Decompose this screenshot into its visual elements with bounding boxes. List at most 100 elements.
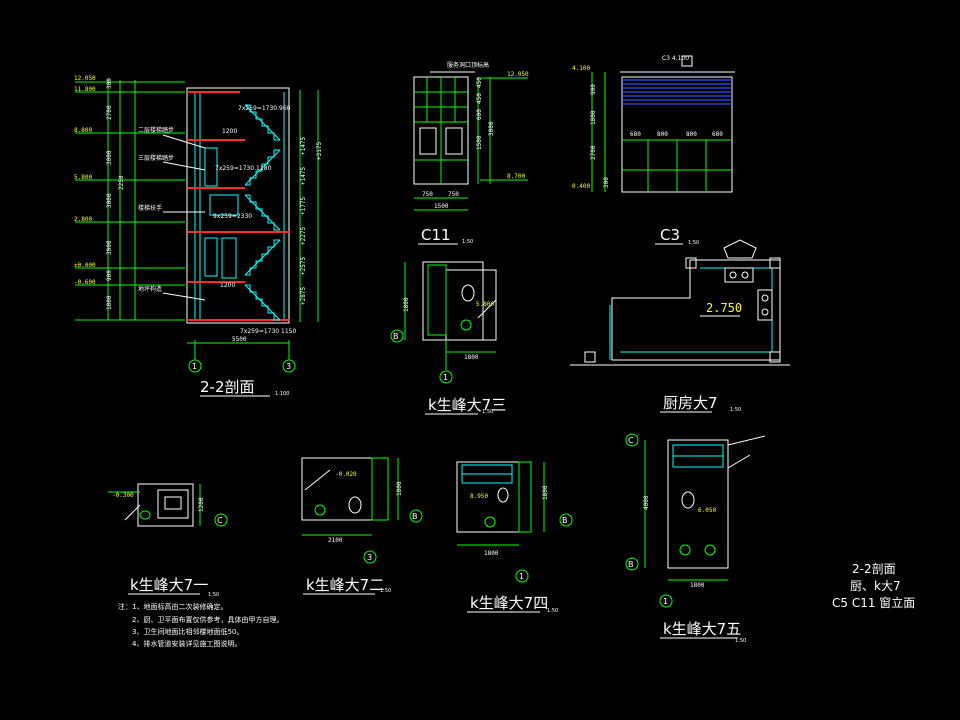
scale-label: 1:50 <box>380 588 391 594</box>
bath-2-title: k生峰大7二 <box>306 576 384 594</box>
summary-line: C5 C11 窗立面 <box>832 595 915 610</box>
scale-label: 1:50 <box>735 638 746 644</box>
bath-5-title: k生峰大7五 <box>663 620 741 638</box>
grid-ref: B <box>562 516 568 525</box>
grid-ref: 3 <box>286 362 291 371</box>
scale-label: 1:50 <box>547 608 558 614</box>
bath-elevation: -0.020 <box>335 471 357 478</box>
bath-elevation: 5.800 <box>476 301 494 308</box>
scale-label: 1:50 <box>730 407 741 413</box>
bath-dim: 1800 <box>396 481 403 496</box>
note-line: 2、厨、卫平面布置仅供参考，具体由甲方自理。 <box>132 615 283 624</box>
general-notes: 注：1、地面标高由二次装修确定。 2、厨、卫平面布置仅供参考，具体由甲方自理。 … <box>118 602 283 648</box>
c3-elevation-label: 0.400 <box>572 183 590 190</box>
elevation-label: 2.800 <box>74 216 92 223</box>
width-label: 5500 <box>232 336 247 343</box>
note-line: 注：1、地面标高由二次装修确定。 <box>118 602 227 611</box>
bath-dim: 1800 <box>690 582 705 589</box>
bath-3-plan: 5.800 1800 1800 B 1 k生峰大7三 1:50 <box>390 261 506 415</box>
width-label: 1200 <box>220 282 235 289</box>
section-title: 2-2剖面 <box>200 378 255 396</box>
summary-line: 2-2剖面 <box>852 562 896 576</box>
c11-width: 750 <box>422 191 433 198</box>
c3-elevation: C3 4.100 680 800 800 680 9 <box>572 55 735 246</box>
c3-width: 680 <box>712 131 723 138</box>
section-note: 地坪构造 <box>138 285 162 293</box>
vertical-dimension: 900 <box>106 270 113 281</box>
summary-line: 厨、k大7 <box>850 579 901 593</box>
kitchen-title: 厨房大7 <box>663 394 718 412</box>
bath-2-plan: -0.020 2100 1800 B 3 k生峰大7二 1:50 <box>301 457 423 595</box>
width-label: 1200 <box>222 128 237 135</box>
elevation-label: 8.800 <box>74 127 92 134</box>
c3-tag: C3 4.100 <box>662 55 689 62</box>
bath-dim: 1800 <box>464 354 479 361</box>
c11-height: 450 <box>476 93 483 104</box>
grid-ref: 1 <box>663 597 668 606</box>
bath-dim: 1200 <box>198 497 205 512</box>
bath-4-plan: 8.950 1800 1800 B 1 k生峰大7四 1:50 <box>456 461 573 614</box>
bath-elevation: 8.950 <box>470 493 488 500</box>
c3-height: 2700 <box>590 145 597 160</box>
c3-width: 680 <box>630 131 641 138</box>
elevation-label: 5.800 <box>74 174 92 181</box>
bath-5-plan: 6.050 4000 1800 C B 1 k生峰大7五 1:50 <box>625 433 766 644</box>
c11-elevation: 服务洞口顶标高 450 450 600 1500 3000 12.050 8.7… <box>413 61 529 245</box>
bath-elevation: -0.300 <box>112 492 134 499</box>
grid-ref: 1 <box>192 362 197 371</box>
bath-dim: 1800 <box>484 550 499 557</box>
c3-height: 300 <box>603 177 610 188</box>
bath-dim: 1800 <box>542 485 549 500</box>
right-dimension: +1475 <box>300 137 307 155</box>
section-note: 三层楼梯踏步 <box>138 154 174 162</box>
vertical-dimension: 3000 <box>106 193 113 208</box>
bath-dim: 4000 <box>643 495 650 510</box>
right-dimension: +2875 <box>300 287 307 305</box>
c3-height: 900 <box>590 84 597 95</box>
bath-1-title: k生峰大7一 <box>130 576 208 594</box>
bath-1-plan: -0.300 1200 C k生峰大7一 1:50 <box>108 483 228 598</box>
elevation-label: -0.600 <box>74 279 96 286</box>
vertical-dimension: 300 <box>106 78 113 89</box>
vertical-dimension: 2700 <box>106 105 113 120</box>
stair-label: 7x259=1730.1180 <box>215 165 271 172</box>
right-dimension: +1475 <box>300 167 307 185</box>
c11-title: C11 <box>421 226 451 244</box>
scale-label: 1:50 <box>482 409 493 415</box>
scale-label: 1:50 <box>462 239 473 245</box>
note-line: 3、卫生间地面比相邻楼地面低50。 <box>132 627 243 636</box>
grid-ref: C <box>628 436 634 445</box>
stair-label: 9x259=2330 <box>213 213 252 220</box>
bath-dim: 1800 <box>403 297 410 312</box>
note-line: 4、排水管道安装详见施工图说明。 <box>132 639 241 648</box>
right-dimension: +2275 <box>300 227 307 245</box>
c11-width: 750 <box>448 191 459 198</box>
c3-width: 800 <box>686 131 697 138</box>
grid-ref: B <box>412 512 418 521</box>
bath-elevation: 6.050 <box>698 507 716 514</box>
right-dimension: +1775 <box>300 197 307 215</box>
sheet-summary: 2-2剖面 厨、k大7 C5 C11 窗立面 <box>832 562 915 610</box>
c3-elevation-label: 4.100 <box>572 65 590 72</box>
section-note: 二层楼梯踏步 <box>138 126 174 134</box>
c11-height: 3000 <box>488 121 495 136</box>
scale-label: 1:50 <box>688 240 699 246</box>
grid-ref: 3 <box>367 553 372 562</box>
grid-ref: B <box>628 560 634 569</box>
bath-3-title: k生峰大7三 <box>428 396 506 414</box>
c3-height: 1800 <box>590 110 597 125</box>
stair-label: 7x259=1730.960 <box>238 105 291 112</box>
section-note: 楼梯扶手 <box>138 204 162 212</box>
bath-4-title: k生峰大7四 <box>470 594 548 612</box>
vertical-dimension: 1800 <box>106 295 113 310</box>
elevation-label: 12.050 <box>74 75 96 82</box>
vertical-dimension: 3000 <box>106 150 113 165</box>
c3-width: 800 <box>657 131 668 138</box>
c11-height: 600 <box>476 109 483 120</box>
scale-label: 1:50 <box>208 592 219 598</box>
c11-width: 1500 <box>434 203 449 210</box>
c11-height: 1500 <box>476 135 483 150</box>
scale-label: 1:100 <box>275 391 289 397</box>
c11-height: 450 <box>476 77 483 88</box>
